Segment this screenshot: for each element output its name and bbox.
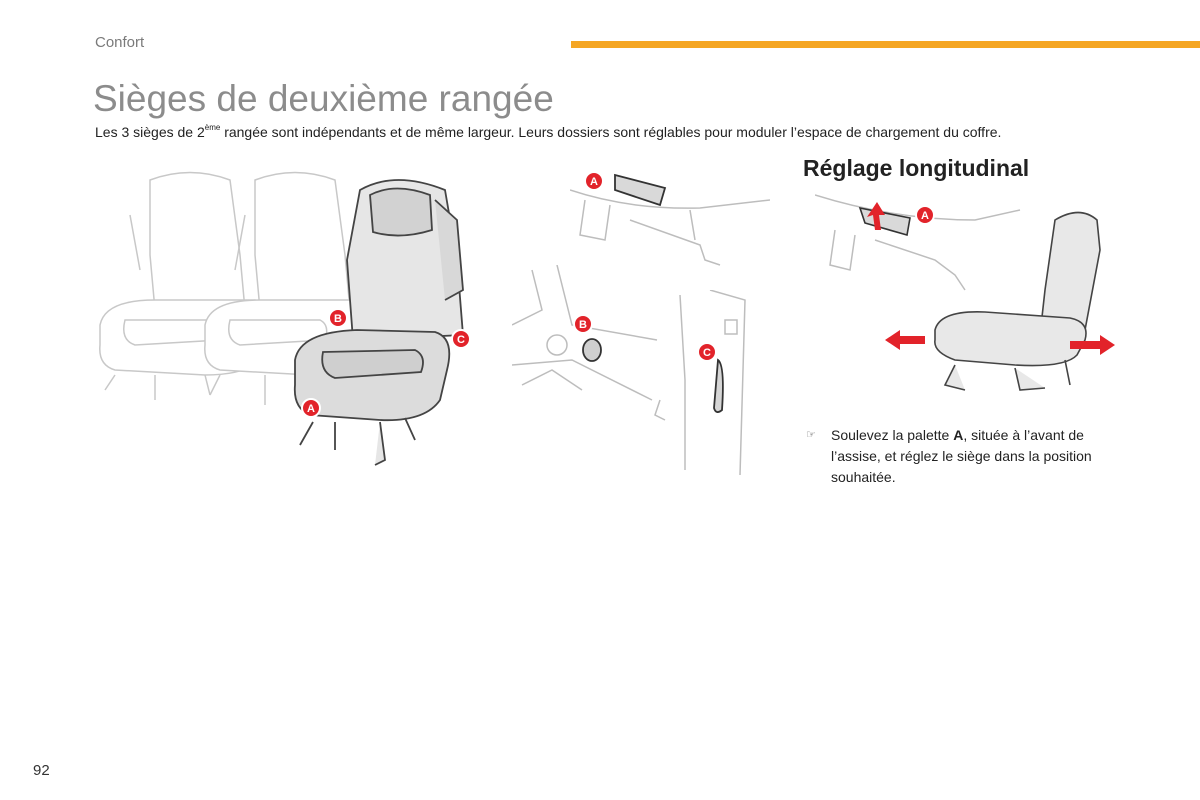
section-label: Confort: [95, 34, 145, 51]
intro-text-end: rangée sont indépendants et de même larg…: [220, 124, 1002, 140]
instruction-text: Soulevez la palette A, située à l’avant …: [831, 427, 1092, 485]
svg-text:A: A: [590, 176, 598, 188]
callout-c-detail: C: [697, 342, 717, 362]
intro-paragraph: Les 3 sièges de 2ème rangée sont indépen…: [95, 123, 1001, 140]
page-number: 92: [33, 762, 50, 779]
svg-text:C: C: [703, 347, 711, 359]
svg-text:A: A: [307, 403, 315, 415]
instruction-item: ☞ Soulevez la palette A, située à l’avan…: [806, 425, 1136, 488]
svg-text:A: A: [921, 210, 929, 222]
header-rule: [571, 41, 1200, 48]
page-title: Sièges de deuxième rangée: [93, 78, 554, 119]
svg-text:B: B: [579, 319, 587, 331]
callout-a-longitudinal: A: [915, 205, 935, 225]
intro-superscript: ème: [204, 123, 221, 132]
callout-b-detail: B: [573, 314, 593, 334]
callout-a-seat: A: [301, 398, 321, 418]
move-back-arrow-icon: [885, 330, 925, 350]
longitudinal-adjustment-illustration: [815, 194, 1115, 391]
callout-b-seat: B: [328, 308, 348, 328]
pointing-hand-icon: ☞: [806, 429, 816, 441]
lever-b-detail-illustration: [512, 265, 658, 401]
callout-c-seat: C: [451, 329, 471, 349]
lever-c-detail-illustration: [654, 290, 746, 476]
svg-text:C: C: [457, 334, 465, 346]
lever-a-detail-illustration: [570, 173, 770, 266]
intro-text-start: Les 3 sièges de 2: [95, 124, 205, 140]
lift-arrow-icon: [867, 202, 885, 230]
callout-a-detail: A: [584, 171, 604, 191]
move-forward-arrow-icon: [1070, 335, 1115, 355]
section-title-longitudinal: Réglage longitudinal: [803, 155, 1030, 181]
three-seats-illustration: [99, 171, 464, 466]
instruction-bold-ref: A: [953, 427, 964, 443]
svg-text:B: B: [334, 313, 342, 325]
